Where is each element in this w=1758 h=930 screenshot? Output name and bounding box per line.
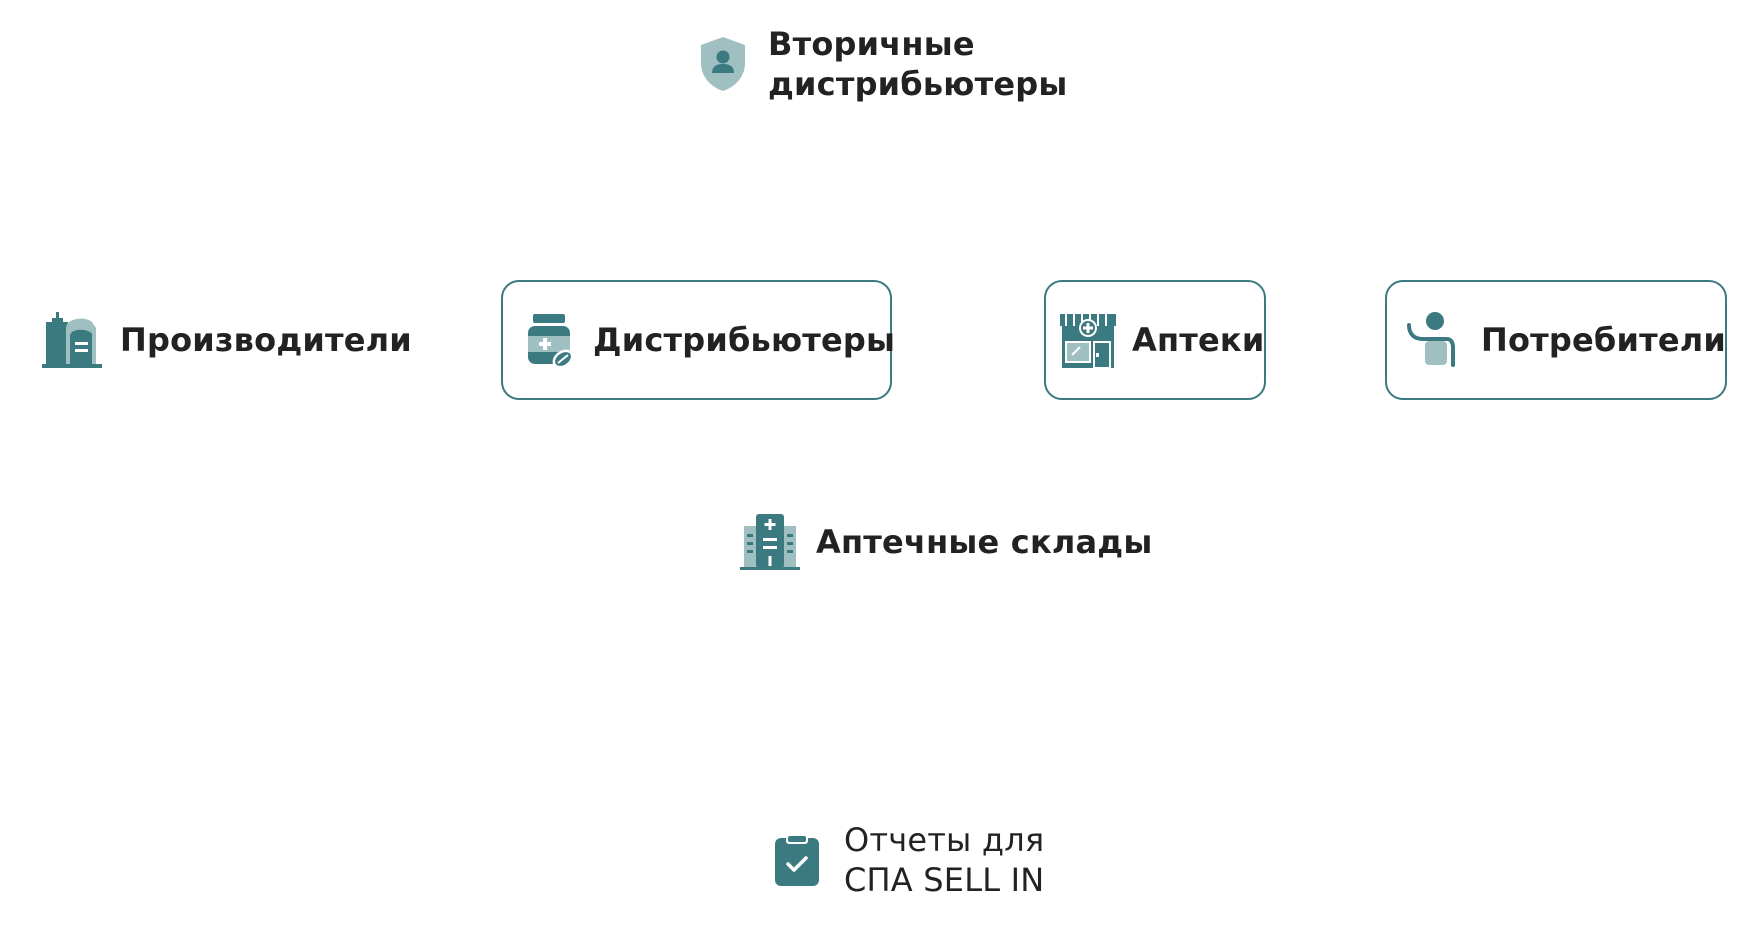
node-pharmacies: Аптеки [1044,280,1266,400]
node-label: Аптечные склады [816,523,1153,561]
node-label: Отчеты для СПА SELL IN [844,821,1045,899]
node-consumers: Потребители [1385,280,1727,400]
hospital-building-icon [740,512,800,572]
medicine-jar-icon [525,312,575,368]
person-waving-icon [1405,311,1459,369]
node-label: Производители [120,321,412,359]
node-label: Потребители [1481,321,1726,359]
node-secondary-distributors: Вторичные дистрибьютеры [698,24,1068,104]
clipboard-check-icon [772,832,822,888]
node-producers: Производители [42,308,412,372]
node-label: Вторичные дистрибьютеры [768,25,1068,103]
node-pharmacy-warehouses: Аптечные склады [740,510,1152,574]
factory-icon [42,310,102,370]
node-distributors: Дистрибьютеры [501,280,896,400]
node-label: Аптеки [1132,321,1265,359]
node-label: Дистрибьютеры [593,321,896,359]
pharmacy-store-icon [1058,310,1118,370]
shield-user-icon [698,35,748,93]
node-reports: Отчеты для СПА SELL IN [772,820,1104,900]
